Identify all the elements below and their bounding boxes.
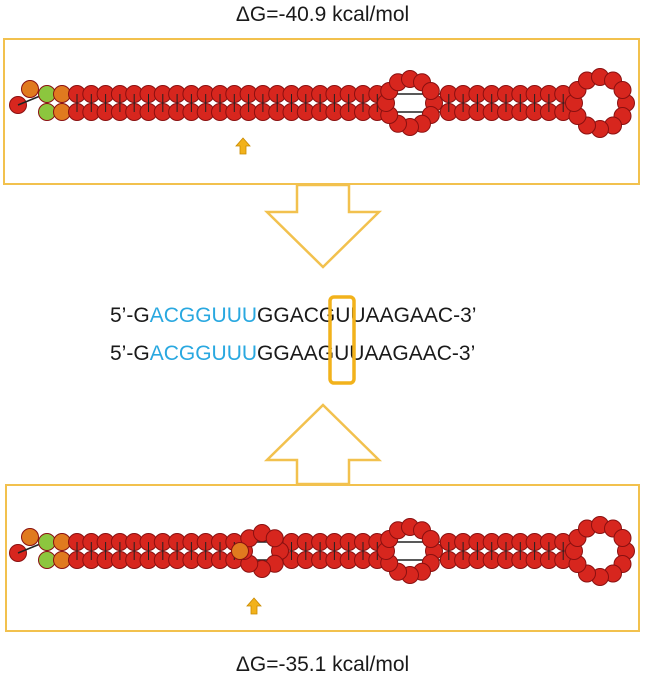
- down-arrow-icon: [263, 183, 383, 269]
- up-arrow-outline-icon: [263, 403, 383, 486]
- mutation-site-mutant: A: [303, 342, 318, 365]
- nucleotide: [53, 103, 71, 121]
- sequence-highlight: ACGGUUU: [149, 304, 258, 327]
- sequence-prefix: 5’-G: [110, 342, 150, 365]
- sequence-highlight: ACGGUUU: [149, 342, 258, 365]
- mutation-highlight-box: [328, 295, 356, 385]
- nucleotide: [613, 529, 632, 547]
- nucleotide: [21, 80, 39, 98]
- up-arrow-icon: [246, 597, 262, 615]
- nucleotide: [53, 85, 71, 103]
- sequence-suffix: GUUAAGAAC-3’: [318, 304, 477, 327]
- nucleotide: [38, 533, 56, 551]
- nucleotide: [421, 82, 440, 100]
- mutation-site-original: C: [303, 304, 319, 327]
- nucleotide: [38, 551, 56, 569]
- top-rna-structure: [9, 68, 635, 155]
- nucleotide: [38, 85, 56, 103]
- nucleotide: [21, 528, 39, 546]
- nucleotide: [613, 81, 632, 99]
- up-arrow-icon: [235, 137, 251, 155]
- nucleotide: [53, 533, 71, 551]
- nucleotide: [421, 530, 440, 548]
- nucleotide: [231, 542, 249, 560]
- sequence-line-original: 5’-GACGGUUUGGACGUUAAGAAC-3’: [110, 303, 476, 329]
- nucleotide: [38, 103, 56, 121]
- sequence-middle: GGA: [257, 304, 304, 327]
- nucleotide: [53, 551, 71, 569]
- nucleotide: [265, 529, 284, 548]
- top-free-energy-label: ΔG=-40.9 kcal/mol: [235, 3, 410, 26]
- sequence-suffix: GUUAAGAAC-3’: [317, 342, 476, 365]
- sequence-line-mutant: 5’-GACGGUUUGGAAGUUAAGAAC-3’: [110, 341, 475, 367]
- sequence-middle: GGA: [257, 342, 304, 365]
- bottom-free-energy-label: ΔG=-35.1 kcal/mol: [235, 653, 410, 676]
- bottom-rna-structure: [9, 516, 635, 615]
- sequence-prefix: 5’-G: [110, 304, 150, 327]
